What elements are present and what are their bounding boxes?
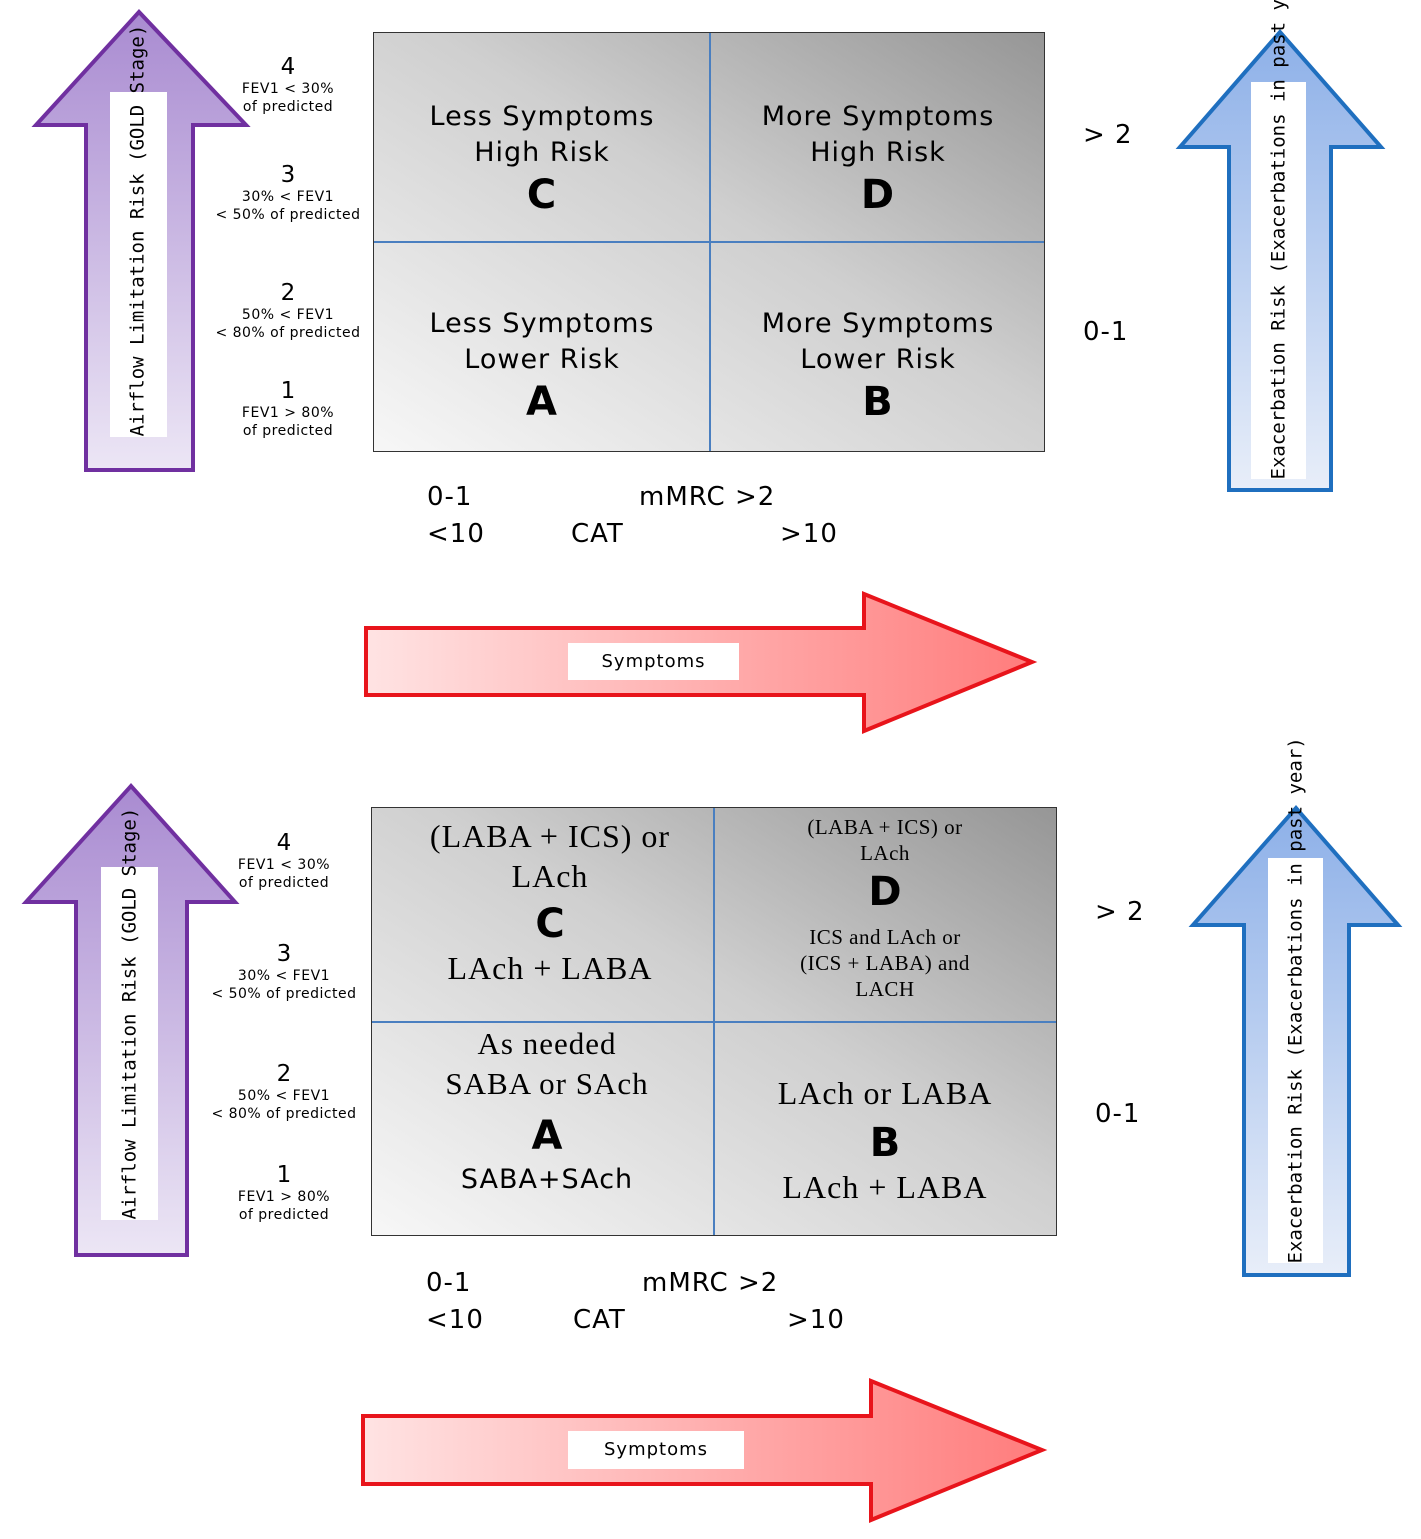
stage-desc: of predicted <box>238 875 330 891</box>
quadrant-c: (LABA + ICS) or LAch C LAch + LABA <box>372 816 728 988</box>
stage-desc: < 50% of predicted <box>211 986 357 1002</box>
quadrant-a: As needed SABA or SAch A SABA+SAch <box>372 1024 722 1200</box>
stage-2: 2 50% < FEV1 < 80% of predicted <box>194 1061 374 1123</box>
stage-3: 3 30% < FEV1 < 50% of predicted <box>194 941 374 1003</box>
exacerbation-axis-label: Exacerbation Risk (Exacerbations in past… <box>1284 737 1307 1264</box>
quadrant-text: More Symptoms <box>761 308 995 339</box>
quadrant-text: LAch or LABA <box>777 1075 993 1111</box>
quadrant-b: More Symptoms Lower Risk B <box>710 306 1046 426</box>
quadrant-b: LAch or LABA B LAch + LABA <box>714 1073 1056 1207</box>
quadrant-text: LAch <box>860 841 910 865</box>
quadrant-letter: C <box>535 901 565 947</box>
stage-number: 2 <box>276 1061 292 1087</box>
quadrant-letter: A <box>531 1113 563 1159</box>
stage-desc: of predicted <box>242 99 334 115</box>
stage-desc: 50% < FEV1 <box>237 1088 331 1104</box>
airflow-axis-label: Airflow Limitation Risk (GOLD Stage) <box>126 24 149 437</box>
mmrc-label: mMRC >2 <box>642 1268 779 1298</box>
quadrant-letter: C <box>526 172 558 218</box>
airflow-label-box-top <box>110 92 167 437</box>
exacerbation-label-box-top <box>1251 82 1306 479</box>
quadrant-text: Less Symptoms <box>429 101 655 132</box>
stage-number: 4 <box>276 830 292 856</box>
stage-number: 4 <box>280 54 296 80</box>
quadrant-text: As needed <box>477 1026 617 1061</box>
quadrant-text: SABA or SAch <box>445 1066 649 1101</box>
quadrant-d: More Symptoms High Risk D <box>710 99 1046 219</box>
stage-number: 3 <box>276 941 292 967</box>
stage-1: 1 FEV1 > 80% of predicted <box>194 1162 374 1224</box>
symptoms-label-top: Symptoms <box>568 643 739 680</box>
stage-desc: < 80% of predicted <box>211 1106 357 1122</box>
quadrant-text: Lower Risk <box>800 344 956 375</box>
quadrant-text: High Risk <box>810 137 946 168</box>
stage-4: 4 FEV1 < 30% of predicted <box>198 54 378 116</box>
quadrant-text: LAch + LABA <box>447 950 653 986</box>
quadrant-c: Less Symptoms High Risk C <box>374 99 710 219</box>
quadrant-text: Lower Risk <box>464 344 620 375</box>
stage-desc: of predicted <box>242 423 334 439</box>
quadrant-text: (LABA + ICS) or <box>807 815 963 839</box>
risk-low-label: 0-1 <box>1083 317 1129 347</box>
cat-label: CAT <box>573 1305 626 1335</box>
quadrant-text: (ICS + LABA) and <box>800 951 970 975</box>
quadrant-text: LACH <box>855 977 915 1001</box>
mmrc-low-label: 0-1 <box>427 482 473 512</box>
quadrant-a: Less Symptoms Lower Risk A <box>374 306 710 426</box>
stage-number: 1 <box>276 1162 292 1188</box>
risk-high-label: > 2 <box>1083 120 1133 150</box>
exacerbation-axis-label: Exacerbation Risk (Exacerbations in past… <box>1267 0 1290 480</box>
cat-low-label: <10 <box>427 519 485 549</box>
stage-number: 3 <box>280 162 296 188</box>
exacerbation-label-box-bottom <box>1268 858 1323 1263</box>
stage-number: 1 <box>280 378 296 404</box>
stage-1: 1 FEV1 > 80% of predicted <box>198 378 378 440</box>
quadrant-letter: A <box>526 379 558 425</box>
stage-desc: FEV1 > 80% <box>241 405 335 421</box>
quadrant-text: More Symptoms <box>761 101 995 132</box>
stage-3: 3 30% < FEV1 < 50% of predicted <box>198 162 378 224</box>
quadrant-letter: D <box>860 172 896 218</box>
stage-desc: < 80% of predicted <box>215 325 361 341</box>
stage-desc: 30% < FEV1 <box>237 968 331 984</box>
quadrant-text: Less Symptoms <box>429 308 655 339</box>
stage-desc: FEV1 < 30% <box>237 857 331 873</box>
quadrant-text: ICS and LAch or <box>809 925 961 949</box>
quadrant-text: (LABA + ICS) or <box>429 818 671 854</box>
risk-high-label: > 2 <box>1095 897 1145 927</box>
airflow-label-box-bottom <box>101 867 158 1220</box>
cat-high-label: >10 <box>780 519 838 549</box>
quadrant-text: SABA+SAch <box>460 1164 634 1195</box>
quadrant-letter: B <box>862 379 894 425</box>
stage-4: 4 FEV1 < 30% of predicted <box>194 830 374 892</box>
quadrant-text: High Risk <box>474 137 610 168</box>
symptoms-label-bottom: Symptoms <box>568 1431 744 1469</box>
stage-desc: of predicted <box>238 1207 330 1223</box>
mmrc-label: mMRC >2 <box>639 482 776 512</box>
stage-desc: 50% < FEV1 <box>241 307 335 323</box>
risk-low-label: 0-1 <box>1095 1099 1141 1129</box>
stage-desc: < 50% of predicted <box>215 207 361 223</box>
grid-divider-horizontal <box>372 1021 1056 1023</box>
mmrc-low-label: 0-1 <box>426 1268 472 1298</box>
quadrant-letter: B <box>869 1120 901 1166</box>
stage-desc: FEV1 > 80% <box>237 1189 331 1205</box>
quadrant-text: LAch + LABA <box>782 1169 988 1205</box>
quadrant-text: LAch <box>511 858 589 894</box>
quadrant-letter: D <box>868 869 902 915</box>
cat-high-label: >10 <box>787 1305 845 1335</box>
cat-low-label: <10 <box>426 1305 484 1335</box>
stage-2: 2 50% < FEV1 < 80% of predicted <box>198 280 378 342</box>
grid-divider-horizontal <box>374 241 1044 243</box>
stage-desc: 30% < FEV1 <box>241 189 335 205</box>
cat-label: CAT <box>571 519 624 549</box>
airflow-axis-label: Airflow Limitation Risk (GOLD Stage) <box>118 807 141 1220</box>
gold-grid-bottom: (LABA + ICS) or LAch C LAch + LABA (LABA… <box>371 807 1057 1236</box>
gold-grid-top: Less Symptoms High Risk C More Symptoms … <box>373 32 1045 452</box>
stage-number: 2 <box>280 280 296 306</box>
quadrant-d: (LABA + ICS) or LAch D ICS and LAch or (… <box>714 814 1056 1002</box>
stage-desc: FEV1 < 30% <box>241 81 335 97</box>
